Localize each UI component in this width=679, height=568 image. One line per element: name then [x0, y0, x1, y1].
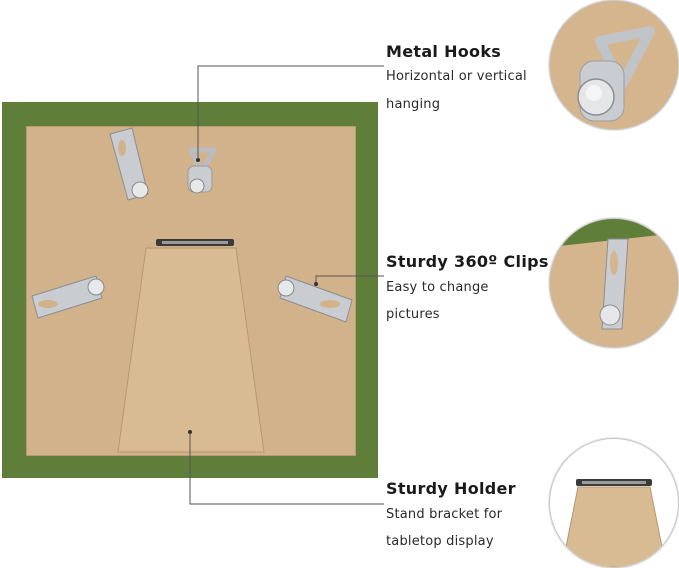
- clip-left-icon: [31, 275, 105, 319]
- holder-closeup-icon: [550, 439, 678, 567]
- callout-line-holder: [189, 432, 384, 505]
- metal-hook-icon: [187, 147, 217, 194]
- feature-desc-hooks-line1: Horizontal or vertical: [386, 69, 527, 84]
- stand-bracket: [117, 247, 265, 453]
- clip-right-icon: [277, 275, 353, 323]
- detail-circle-hook: [549, 0, 679, 130]
- feature-title-clips: Sturdy 360º Clips: [386, 252, 549, 271]
- hook-closeup-icon: [550, 1, 678, 129]
- clip-closeup-icon: [550, 219, 678, 347]
- detail-circle-clip: [549, 218, 679, 348]
- feature-title-hooks: Metal Hooks: [386, 42, 502, 61]
- callout-line-hooks: [197, 65, 384, 160]
- feature-desc-clips-line1: Easy to change: [386, 280, 489, 295]
- detail-circle-holder: [549, 438, 679, 568]
- feature-desc-holder-line1: Stand bracket for: [386, 507, 503, 522]
- callout-line-clips: [315, 275, 384, 284]
- feature-desc-holder-line2: tabletop display: [386, 534, 494, 549]
- feature-desc-hooks-line2: hanging: [386, 97, 441, 112]
- feature-title-holder: Sturdy Holder: [386, 479, 516, 498]
- clip-top-left-icon: [109, 127, 149, 201]
- feature-desc-clips-line2: pictures: [386, 307, 440, 322]
- callout-lines: [189, 65, 384, 505]
